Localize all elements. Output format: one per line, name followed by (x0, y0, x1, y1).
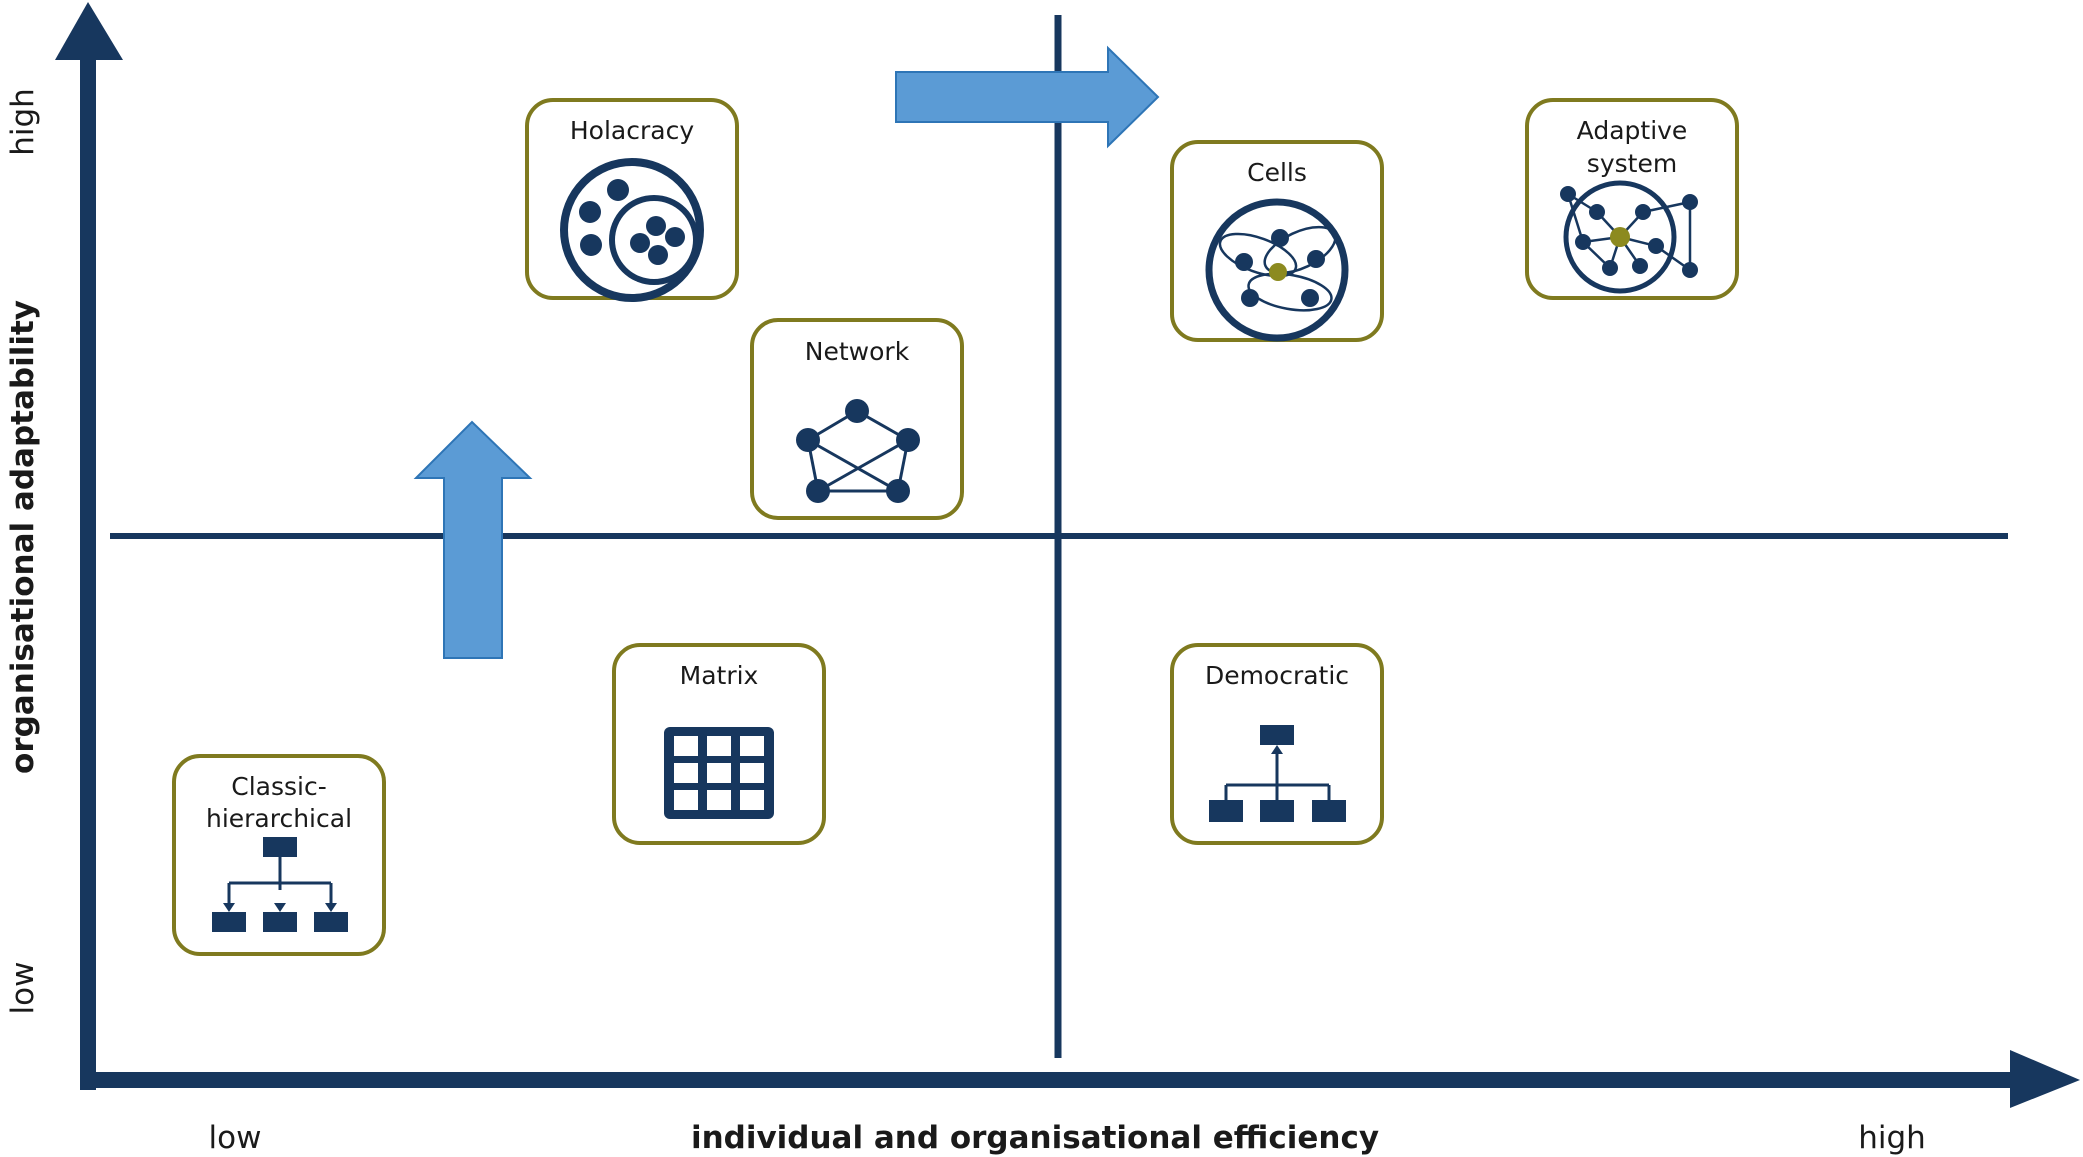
pentagon-network-icon (796, 399, 920, 503)
cells-icon (1205, 198, 1349, 342)
network-label: Network (805, 337, 910, 366)
x-axis-label: individual and organisational efficiency (691, 1120, 1379, 1156)
y-axis-low-label: low (5, 962, 41, 1015)
classic-label-line2: hierarchical (206, 804, 352, 833)
adaptive-system-box: Adaptive system (1525, 98, 1739, 300)
holacracy-label: Holacracy (570, 116, 694, 145)
matrix-box: Matrix (612, 643, 826, 845)
org-chart-down-icon (212, 837, 348, 932)
arrow-up (413, 420, 533, 659)
adaptive-label-line1: Adaptive (1577, 116, 1688, 145)
matrix-label: Matrix (680, 661, 759, 690)
arrow-right (895, 45, 1160, 149)
cells-box: Cells (1170, 140, 1384, 342)
nested-circles-icon (560, 158, 704, 302)
adaptive-system-icon (1560, 180, 1698, 294)
grid-icon (664, 727, 774, 819)
y-axis-high-label: high (5, 88, 41, 156)
x-axis (80, 1050, 2080, 1108)
org-chart-up-icon (1209, 725, 1346, 822)
network-box: Network (750, 318, 964, 520)
classic-label-line1: Classic- (231, 772, 326, 801)
x-axis-high-label: high (1858, 1120, 1926, 1156)
adaptive-label-line2: system (1587, 149, 1677, 178)
democratic-label: Democratic (1205, 661, 1349, 690)
y-axis (55, 2, 123, 1090)
classic-hierarchical-box: Classic- hierarchical (172, 754, 386, 956)
x-axis-low-label: low (209, 1120, 262, 1156)
holacracy-box: Holacracy (525, 98, 739, 302)
democratic-box: Democratic (1170, 643, 1384, 845)
cells-label: Cells (1247, 158, 1307, 187)
y-axis-label: organisational adaptability (5, 300, 41, 774)
